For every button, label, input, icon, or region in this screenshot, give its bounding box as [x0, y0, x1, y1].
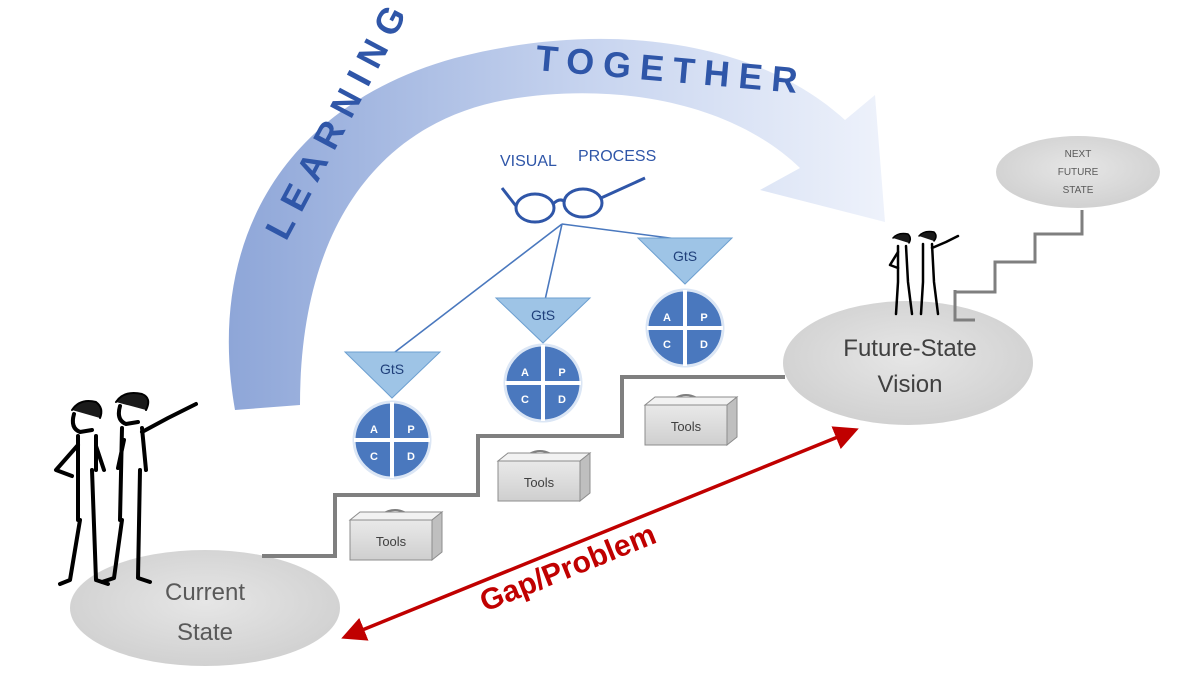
next-state-staircase	[953, 210, 1084, 322]
tools-label: Tools	[671, 419, 702, 434]
gts-triangle	[636, 237, 734, 285]
pdca-wheel: A P C D	[645, 288, 725, 368]
glasses-icon	[500, 176, 646, 224]
quadrant-a: A	[521, 367, 529, 379]
quadrant-p: P	[558, 367, 565, 379]
tools-label: Tools	[376, 534, 407, 549]
step-2: GtS A P C D Tools	[494, 297, 592, 503]
visual-label: VISUAL	[500, 153, 557, 170]
quadrant-c: C	[663, 339, 671, 351]
svg-text:FUTURE: FUTURE	[1058, 167, 1099, 178]
gts-triangle	[494, 297, 592, 344]
quadrant-p: P	[700, 312, 707, 324]
visual-process-connectors	[394, 223, 686, 353]
future-state-label: Future-State Vision	[843, 335, 976, 398]
process-label: PROCESS	[578, 148, 656, 165]
pdca-wheel: A P C D	[503, 343, 583, 423]
gts-label: GtS	[531, 307, 555, 323]
quadrant-d: D	[700, 339, 708, 351]
figures-future-state-icon	[888, 230, 960, 316]
gts-label: GtS	[380, 361, 404, 377]
quadrant-a: A	[370, 424, 378, 436]
gap-problem-arrow	[341, 426, 859, 641]
svg-text:Vision: Vision	[878, 371, 943, 398]
toolbox-icon: Tools	[643, 394, 739, 447]
tools-label: Tools	[524, 475, 555, 490]
learning-together-arc	[228, 38, 885, 410]
quadrant-d: D	[558, 394, 566, 406]
step-1: GtS A P C D Tools	[343, 351, 444, 562]
svg-text:STATE: STATE	[1063, 185, 1094, 196]
current-state-ellipse	[70, 550, 340, 666]
quadrant-d: D	[407, 451, 415, 463]
quadrant-c: C	[521, 394, 529, 406]
future-state-ellipse	[783, 301, 1033, 425]
toolbox-icon: Tools	[496, 450, 592, 503]
step-3: GtS A P C D Tools	[636, 237, 739, 447]
svg-text:Future-State: Future-State	[843, 335, 976, 362]
next-future-state-ellipse	[996, 136, 1160, 208]
svg-text:State: State	[177, 619, 233, 646]
quadrant-c: C	[370, 451, 378, 463]
quadrant-p: P	[407, 424, 414, 436]
visual-process-group: VISUAL PROCESS	[394, 148, 686, 353]
figures-current-state-icon	[54, 392, 198, 586]
toolbox-icon: Tools	[348, 509, 444, 562]
quadrant-a: A	[663, 312, 671, 324]
pdca-wheel: A P C D	[352, 400, 432, 480]
current-state-label: Current State	[165, 579, 245, 646]
gap-problem-label: Gap/Problem	[475, 518, 660, 619]
svg-text:NEXT: NEXT	[1065, 149, 1092, 160]
gts-label: GtS	[673, 248, 697, 264]
svg-text:Current: Current	[165, 579, 245, 606]
next-future-state-label: NEXT FUTURE STATE	[1058, 149, 1099, 196]
gts-triangle	[343, 351, 442, 399]
